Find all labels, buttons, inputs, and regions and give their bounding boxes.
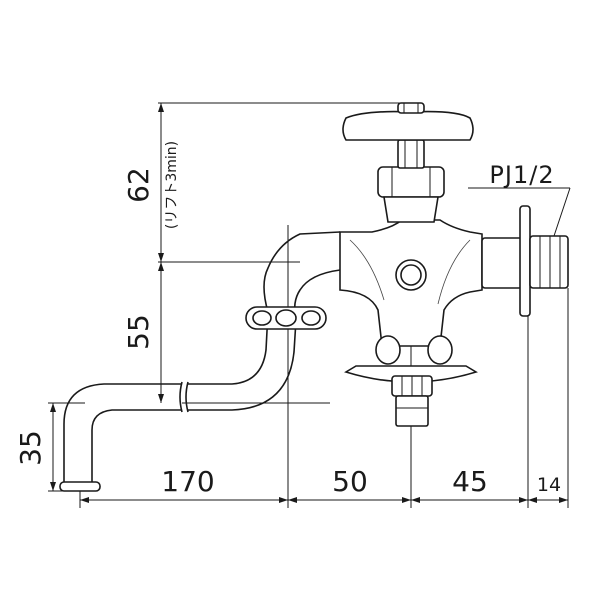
valve-body	[339, 205, 569, 347]
dim-170: 170	[161, 465, 214, 498]
handle-assembly	[342, 102, 474, 223]
dim-50: 50	[332, 465, 368, 498]
spout-pipe	[59, 231, 341, 492]
dimension-labels: 62 (リフト3min) 55 35 170 50 45 14 PJ1/2	[14, 141, 561, 498]
dim-14: 14	[537, 474, 561, 496]
dim-35: 35	[14, 430, 47, 466]
dim-lift-note: (リフト3min)	[164, 141, 180, 229]
horizontal-dimension-lines	[80, 497, 568, 503]
vertical-dimension-lines	[50, 103, 164, 491]
hose-connector	[344, 335, 478, 427]
thread-callout-leader	[468, 187, 571, 237]
dim-45: 45	[452, 465, 488, 498]
dim-55: 55	[122, 314, 155, 350]
dim-62: 62	[122, 167, 155, 203]
thread-size-label: PJ1/2	[489, 161, 554, 189]
